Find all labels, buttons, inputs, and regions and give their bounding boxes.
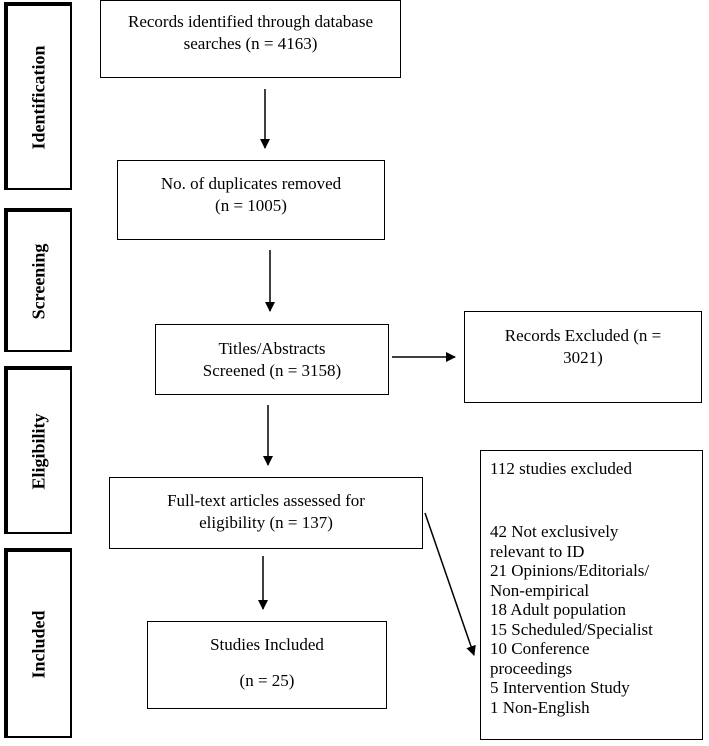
exclusion-reason: 10 Conference xyxy=(490,639,590,658)
studies-included-line2: (n = 25) xyxy=(239,671,295,690)
exclusion-reason: Non-empirical xyxy=(490,580,590,600)
exclusion-reason: relevant to ID xyxy=(490,541,585,561)
studies-included-line1: Studies Included xyxy=(210,635,324,654)
studies-included-box: Studies Included (n = 25) xyxy=(147,621,387,709)
stage-identification: Identification xyxy=(4,2,72,190)
exclusion-reason: 21 Opinions/Editorials/ xyxy=(490,561,650,580)
titles-screened-box: Titles/Abstracts Screened (n = 3158) xyxy=(155,324,389,395)
titles-screened-line2: Screened (n = 3158) xyxy=(202,361,342,380)
exclusion-reasons-list: 42 Not exclusively relevant to ID 21 Opi… xyxy=(490,522,690,717)
studies-excluded-header-text: 112 studies excluded xyxy=(490,459,632,478)
duplicates-removed-line2: (n = 1005) xyxy=(215,196,287,215)
duplicates-removed-box: No. of duplicates removed (n = 1005) xyxy=(117,160,385,240)
studies-excluded-header: 112 studies excluded xyxy=(490,458,690,480)
full-text-line1: Full-text articles assessed for xyxy=(167,491,365,510)
stage-eligibility: Eligibility xyxy=(4,366,72,534)
records-identified-line1: Records identified through database xyxy=(127,12,373,31)
exclusion-reason: proceedings xyxy=(490,658,573,678)
exclusion-reason: 18 Adult population xyxy=(490,600,626,619)
records-excluded-box: Records Excluded (n = 3021) xyxy=(464,311,702,403)
full-text-line2: eligibility (n = 137) xyxy=(199,513,333,532)
arrow-fulltext-to-excluded xyxy=(424,512,476,656)
titles-screened-line1: Titles/Abstracts xyxy=(218,339,326,358)
records-excluded-line1: Records Excluded (n = xyxy=(504,326,662,345)
stage-included: Included xyxy=(4,548,72,738)
studies-excluded-box xyxy=(480,450,703,740)
exclusion-reason: 42 Not exclusively xyxy=(490,522,619,541)
exclusion-reason: 1 Non-English xyxy=(490,697,590,717)
full-text-box: Full-text articles assessed for eligibil… xyxy=(109,477,423,549)
records-excluded-line2: 3021) xyxy=(563,348,603,367)
stage-screening: Screening xyxy=(4,208,72,352)
duplicates-removed-line1: No. of duplicates removed xyxy=(160,174,342,193)
records-identified-box: Records identified through database sear… xyxy=(100,0,401,78)
exclusion-reason: 15 Scheduled/Specialist xyxy=(490,619,653,639)
exclusion-reason: 5 Intervention Study xyxy=(490,678,630,697)
records-identified-line2: searches (n = 4163) xyxy=(183,34,318,53)
